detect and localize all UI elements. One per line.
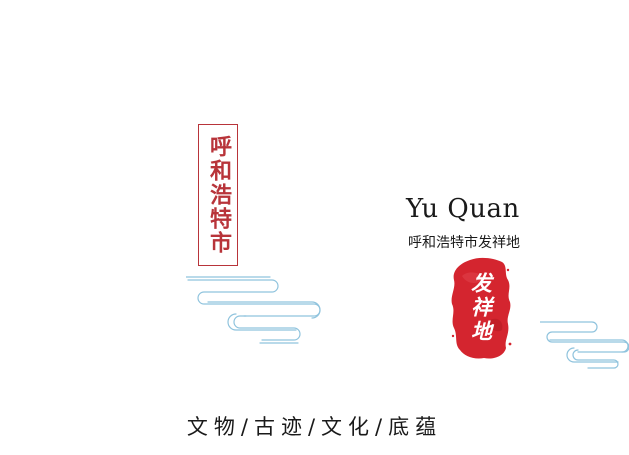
brush-seal-icon: [451, 257, 512, 359]
tagline: 文物/古迹/文化/底蕴: [186, 415, 443, 439]
cloud-motif-right-icon: [540, 321, 629, 369]
brush-seal: 发祥地: [450, 256, 512, 360]
cloud-motif-left-icon: [186, 276, 321, 344]
heading-chinese: 呼和浩特市发祥地: [408, 235, 520, 251]
seal-text: 发祥地: [468, 272, 494, 344]
vertical-title: 呼和浩特市: [206, 135, 231, 255]
heading-english: Yu Quan: [406, 194, 520, 224]
vertical-title-box: 呼和浩特市: [198, 124, 238, 266]
